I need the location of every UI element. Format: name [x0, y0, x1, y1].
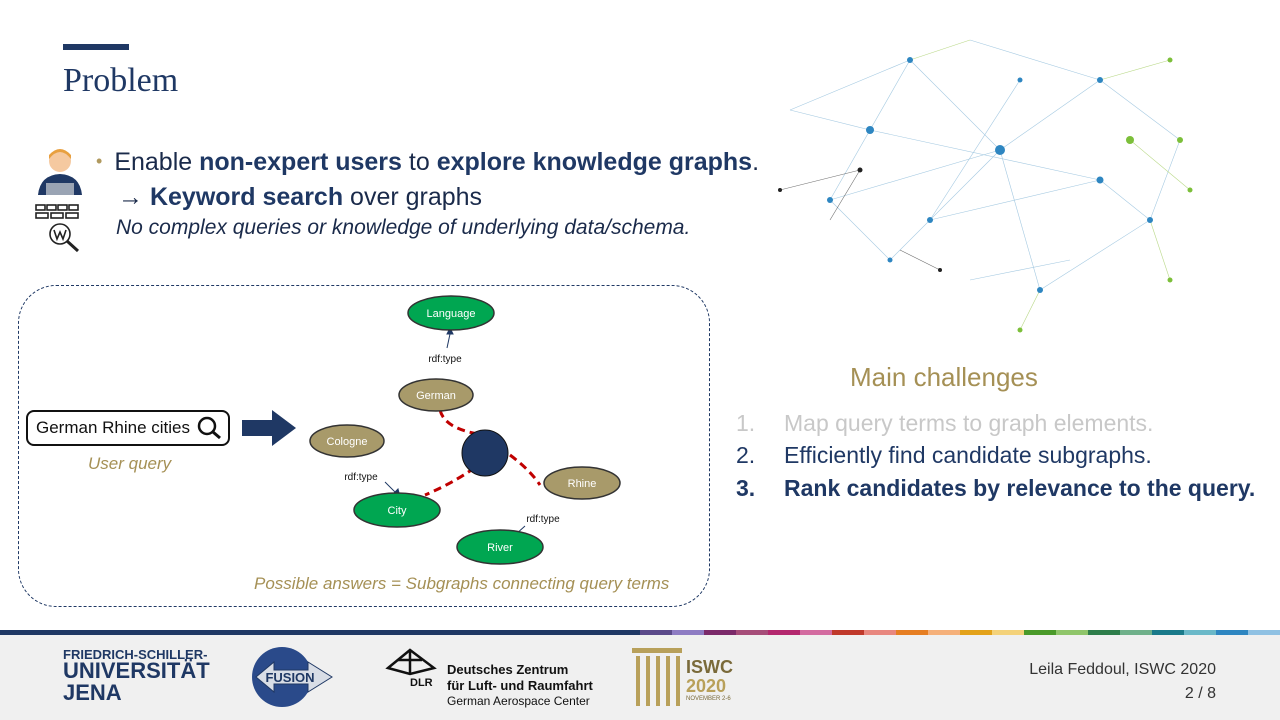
right-arrow-icon	[242, 410, 296, 446]
query-diagram-box	[18, 285, 710, 607]
edge-label-rdftype: rdf:type	[526, 514, 560, 525]
page-title: Problem	[63, 62, 179, 99]
node-cologne: Cologne	[327, 436, 368, 448]
keyword-search-line: → Keyword search over graphs	[118, 183, 482, 212]
challenge-number: 1.	[736, 410, 756, 436]
color-stripe	[1184, 630, 1216, 635]
web-search-icon	[35, 204, 80, 253]
arrow-icon: →	[118, 183, 143, 211]
dlr-name-line2: für Luft- und Raumfahrt	[447, 678, 593, 693]
challenge-text: Rank candidates by relevance to the quer…	[784, 475, 1256, 501]
university-logo-line1: FRIEDRICH-SCHILLER-	[63, 647, 208, 662]
query-text: German Rhine cities	[36, 418, 191, 437]
color-stripe	[672, 630, 704, 635]
challenge-item-2: 2. Efficiently find candidate subgraphs.	[736, 442, 1152, 469]
color-stripe	[1056, 630, 1088, 635]
challenge-number: 3.	[736, 475, 756, 501]
user-query-label: User query	[88, 454, 172, 473]
color-stripe	[1248, 630, 1280, 635]
edge-label-rdftype: rdf:type	[428, 354, 462, 365]
university-logo-line2: UNIVERSITÄT	[63, 658, 210, 683]
color-stripe	[640, 630, 672, 635]
keyword-search-rest: over graphs	[343, 183, 483, 211]
no-complex-queries-line: No complex queries or knowledge of under…	[116, 216, 691, 239]
dlr-name-line3: German Aerospace Center	[447, 694, 590, 708]
color-stripe	[1216, 630, 1248, 635]
color-stripe	[1152, 630, 1184, 635]
color-stripe	[992, 630, 1024, 635]
network-graph-illustration	[778, 39, 1193, 333]
color-stripe	[864, 630, 896, 635]
challenge-text: Map query terms to graph elements.	[784, 410, 1154, 436]
color-stripe	[800, 630, 832, 635]
challenge-item-1: 1. Map query terms to graph elements.	[736, 410, 1153, 437]
node-language: Language	[427, 308, 476, 320]
main-challenges-title: Main challenges	[850, 362, 1038, 392]
node-city: City	[388, 505, 407, 517]
challenge-number: 2.	[736, 442, 756, 468]
edge-label-rdftype: rdf:type	[344, 472, 378, 483]
query-search-box[interactable]: German Rhine cities	[26, 410, 230, 446]
graph-diagram: Language German Cologne Rhine City River…	[309, 295, 621, 565]
node-german: German	[416, 390, 456, 402]
fusion-label: FUSION	[265, 670, 314, 685]
color-stripe	[1024, 630, 1056, 635]
color-stripe	[1088, 630, 1120, 635]
bullet-bold-explore: explore knowledge graphs	[436, 148, 753, 176]
bullet-text: Enable	[114, 148, 200, 176]
color-stripe	[736, 630, 768, 635]
color-stripe	[960, 630, 992, 635]
iswc-logo-line3: NOVEMBER 2-6	[686, 696, 731, 702]
color-stripe	[832, 630, 864, 635]
hidden-node	[461, 429, 509, 477]
bullet-explore: • Enable non-expert users to explore know…	[96, 148, 759, 177]
dlr-abbrev: DLR	[410, 677, 433, 689]
user-laptop-icon	[38, 149, 82, 195]
iswc-logo-line1: ISWC	[686, 657, 733, 677]
challenge-item-3: 3. Rank candidates by relevance to the qu…	[736, 475, 1255, 502]
page-number: 2 / 8	[1184, 685, 1216, 702]
challenge-text: Efficiently find candidate subgraphs.	[784, 442, 1152, 468]
bullet-dot: •	[96, 151, 103, 171]
color-stripe	[896, 630, 928, 635]
iswc-column-icon	[632, 648, 682, 706]
university-logo-line3: JENA	[63, 680, 122, 705]
fusion-logo: FUSION	[252, 647, 333, 707]
bullet-text: to	[401, 148, 437, 176]
color-stripe	[768, 630, 800, 635]
keyword-search-bold: Keyword search	[149, 183, 344, 211]
color-stripe	[704, 630, 736, 635]
search-icon	[197, 416, 221, 440]
node-river: River	[487, 542, 513, 554]
color-stripe	[1120, 630, 1152, 635]
possible-answers-caption: Possible answers = Subgraphs connecting …	[254, 574, 670, 593]
author-label: Leila Feddoul, ISWC 2020	[1029, 661, 1216, 678]
node-rhine: Rhine	[568, 478, 597, 490]
color-stripe	[928, 630, 960, 635]
title-accent-bar	[63, 44, 129, 50]
iswc-logo-line2: 2020	[686, 676, 727, 696]
bullet-bold-users: non-expert users	[199, 148, 402, 176]
bullet-text: .	[752, 148, 760, 176]
dlr-logo-icon	[385, 648, 437, 676]
dlr-name-line1: Deutsches Zentrum	[447, 662, 569, 677]
